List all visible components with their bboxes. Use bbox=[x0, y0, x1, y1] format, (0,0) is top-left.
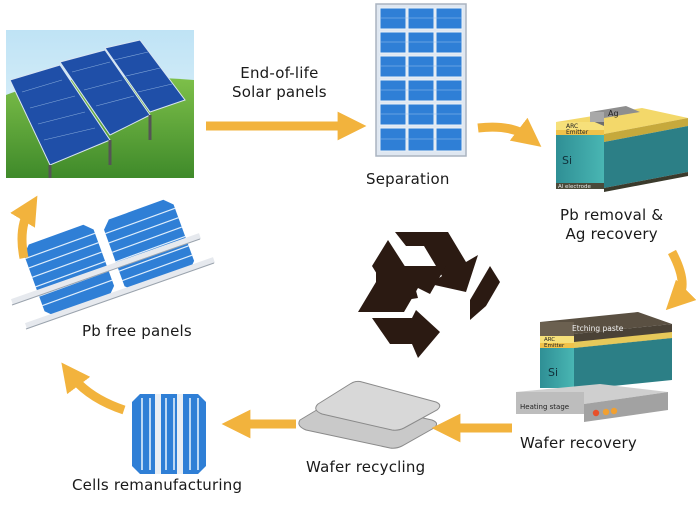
cell-layer-si: Si bbox=[562, 154, 572, 167]
arrow-to-solar-field bbox=[10, 195, 38, 259]
arrow-to-pb-free-panels bbox=[61, 362, 126, 415]
cell-layer-emitter: Emitter bbox=[566, 129, 589, 136]
arrow-to-pb-removal bbox=[477, 117, 542, 147]
cell-layer-ag: Ag bbox=[608, 109, 619, 118]
label-wafer-recovery: Wafer recovery bbox=[520, 434, 637, 452]
wafer-layer-etching-paste: Etching paste bbox=[572, 324, 624, 333]
wafer-layer-heating-stage: Heating stage bbox=[520, 403, 569, 411]
recycled-wafers-image bbox=[298, 380, 441, 449]
label-end-of-life-panels: End-of-life Solar panels bbox=[232, 64, 327, 101]
cell-layer-al-electrode: Al electrode bbox=[558, 184, 592, 190]
label-cells-remanufacturing: Cells remanufacturing bbox=[72, 476, 243, 494]
cell-layer-arc: ARC bbox=[566, 123, 578, 130]
wafer-layer-arc: ARC bbox=[544, 337, 555, 343]
wafer-recovery-stack bbox=[516, 312, 672, 422]
pb-free-cells-image bbox=[11, 199, 215, 330]
label-wafer-recycling: Wafer recycling bbox=[306, 458, 426, 476]
label-pb-removal: Pb removal & Ag recovery bbox=[560, 206, 664, 243]
wafer-layer-emitter: Emitter bbox=[544, 343, 565, 349]
separated-panel-image bbox=[375, 3, 467, 157]
recycle-icon bbox=[358, 232, 500, 358]
cell-cross-section bbox=[556, 106, 688, 192]
remanufactured-cell-image bbox=[132, 394, 206, 474]
solar-field-image bbox=[6, 30, 194, 178]
process-arrows bbox=[10, 111, 696, 443]
arrow-to-wafer-recovery bbox=[665, 249, 696, 311]
label-pb-free-panels: Pb free panels bbox=[82, 322, 192, 340]
label-separation: Separation bbox=[366, 170, 450, 188]
wafer-layer-si: Si bbox=[548, 366, 558, 379]
